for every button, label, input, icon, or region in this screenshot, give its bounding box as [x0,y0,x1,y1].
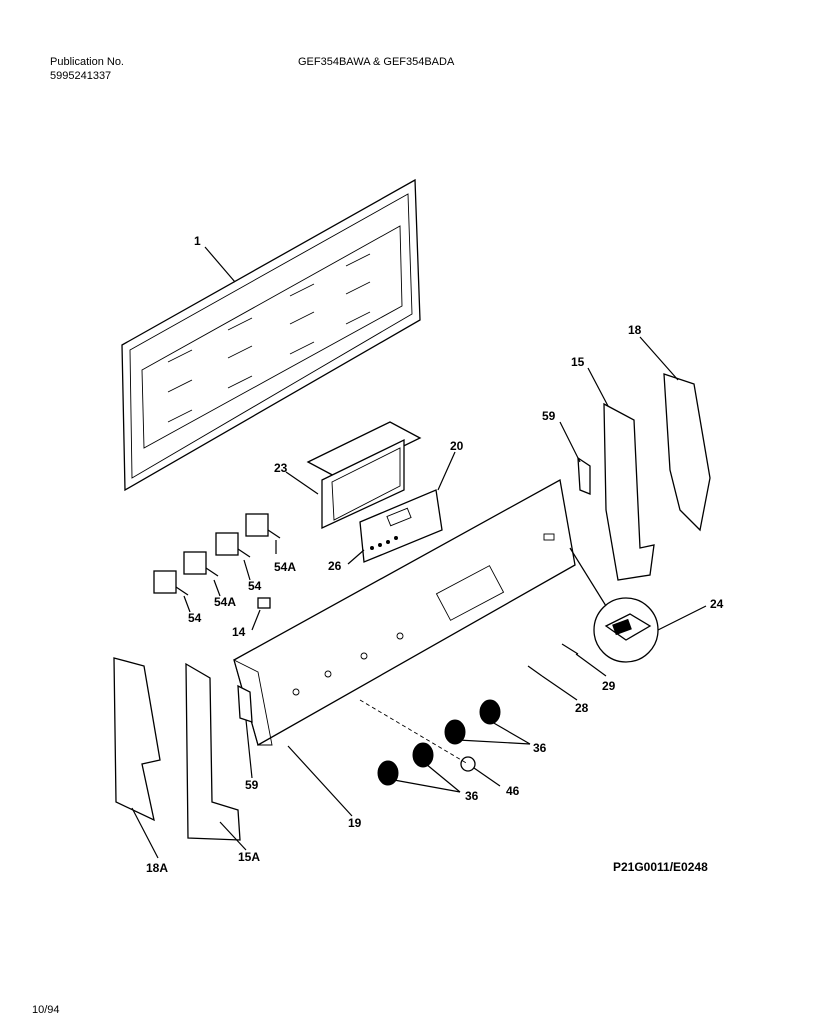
callout-36-upper: 36 [533,741,547,755]
clock-timer-board-part [359,489,443,563]
callout-54A-upper: 54A [274,560,296,574]
callout-15: 15 [571,355,585,369]
callout-14: 14 [232,625,246,639]
rocker-switch-detail [593,597,659,663]
callout-54-upper: 54 [248,579,262,593]
figure-reference: P21G0011/E0248 [613,860,708,874]
callout-54-lower: 54 [188,611,202,625]
callout-36-lower: 36 [465,789,479,803]
pin-part [527,643,579,677]
callout-59-bottom: 59 [245,778,259,792]
publication-label: Publication No. [50,56,124,68]
small-switch-part [257,597,271,609]
callout-29: 29 [602,679,616,693]
mounting-clip-part [237,456,591,723]
side-trim-part [113,373,711,822]
callout-18: 18 [628,323,642,337]
callout-59-top: 59 [542,409,556,423]
callout-54A-lower: 54A [214,595,236,609]
callout-18A: 18A [146,861,168,875]
callout-24: 24 [710,597,724,611]
leader-lines [131,246,707,859]
control-bracket-part [306,421,422,530]
infinite-switch-part [153,513,281,596]
callout-46: 46 [506,784,520,798]
print-date: 10/94 [32,1004,60,1016]
callout-20: 20 [450,439,464,453]
callout-19: 19 [348,816,362,830]
model-numbers: GEF354BAWA & GEF354BADA [298,56,455,68]
callout-15A: 15A [238,850,260,864]
callout-26: 26 [328,559,342,573]
callout-28: 28 [575,701,589,715]
control-knob-part [377,699,501,786]
backguard-panel-part [121,178,421,492]
publication-info: Publication No. 5995241337 [50,55,124,83]
side-bracket-part [185,402,655,841]
publication-number: 5995241337 [50,70,112,82]
callout-23: 23 [274,461,288,475]
callout-1: 1 [194,234,201,248]
